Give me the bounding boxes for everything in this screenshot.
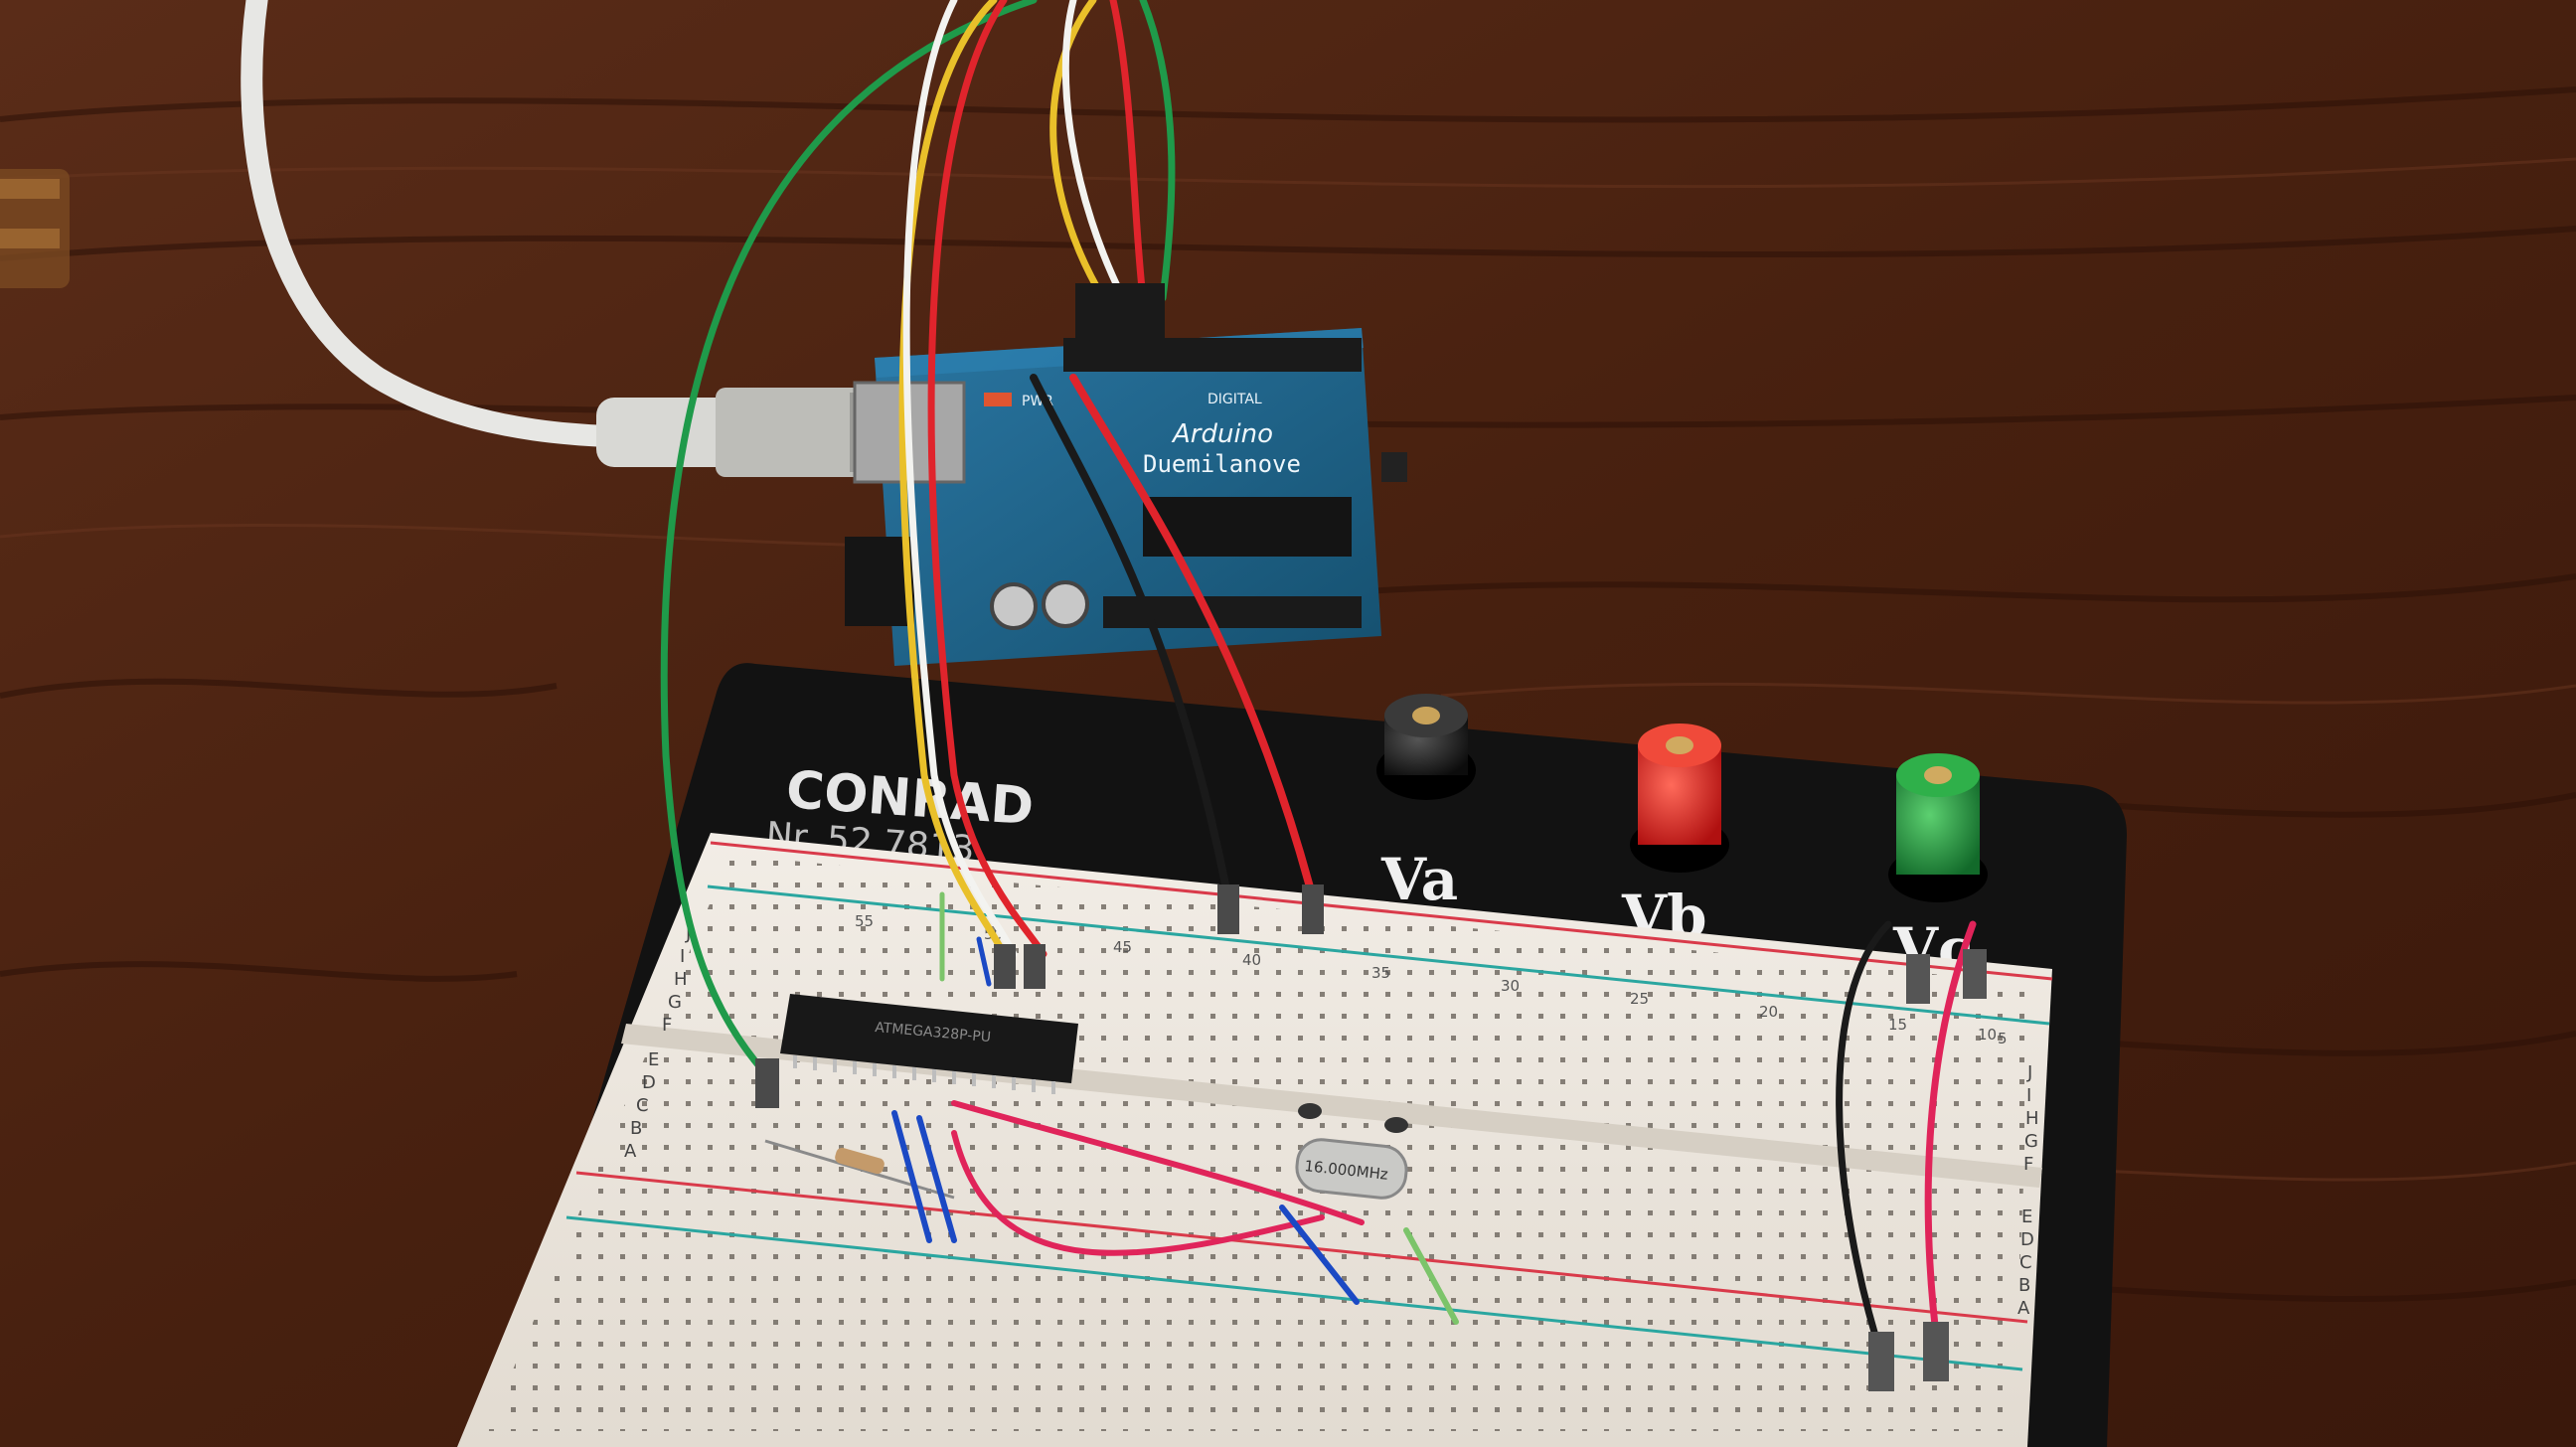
- reset-button: [1381, 452, 1407, 482]
- column-number: 10: [1978, 1026, 1997, 1044]
- terminal-va: [1376, 694, 1476, 800]
- row-letter: I: [2026, 1085, 2031, 1106]
- row-letter: G: [2024, 1131, 2038, 1152]
- arduino-mcu: [1143, 497, 1352, 557]
- row-letter: H: [2025, 1108, 2039, 1129]
- terminal-vc: [1888, 753, 1988, 902]
- row-letter: F: [662, 1015, 672, 1036]
- capacitor: [990, 582, 1038, 630]
- row-letter: E: [648, 1049, 659, 1070]
- row-letter: B: [2018, 1275, 2030, 1296]
- row-letter: A: [2017, 1298, 2030, 1319]
- row-letter: E: [2021, 1206, 2032, 1227]
- row-letter: B: [630, 1118, 642, 1139]
- row-letter: D: [2020, 1229, 2034, 1250]
- digital-header: [1063, 338, 1362, 372]
- column-number: 5: [1998, 1030, 2008, 1047]
- row-letter: F: [2023, 1154, 2033, 1175]
- atmega-chip: ATMEGA328P-PU: [780, 994, 1078, 1094]
- crystal-oscillator: 16.000MHz: [1295, 1103, 1408, 1200]
- resistor: [764, 1139, 955, 1200]
- terminal-va-label: Va: [1380, 846, 1458, 913]
- row-letter: J: [685, 923, 691, 944]
- jumper-wires-breadboard: [891, 891, 1987, 1391]
- arduino-name-line1: Arduino: [1171, 419, 1273, 449]
- row-letter: G: [668, 992, 682, 1013]
- jumper-wires-arduino: [660, 0, 1324, 1108]
- arduino-digital-label: DIGITAL: [1208, 392, 1262, 407]
- row-letter: D: [642, 1072, 656, 1093]
- capacitor: [1042, 580, 1089, 628]
- row-letter: C: [636, 1095, 649, 1116]
- column-number: 55: [855, 912, 874, 930]
- column-number: 45: [1113, 938, 1132, 956]
- column-number: 40: [1242, 951, 1261, 969]
- column-number: 15: [1888, 1016, 1907, 1034]
- row-letter: C: [2019, 1252, 2032, 1273]
- column-number: 20: [1759, 1003, 1778, 1021]
- column-number: 30: [1501, 977, 1520, 995]
- row-letter: A: [624, 1141, 637, 1162]
- row-letter: H: [674, 969, 688, 990]
- row-letter: J: [2026, 1062, 2032, 1083]
- column-number: 35: [1371, 964, 1390, 982]
- power-jack: [845, 537, 914, 626]
- row-letter: I: [680, 946, 685, 967]
- terminal-vb: [1630, 724, 1729, 873]
- arduino-name-line2: Duemilanove: [1143, 450, 1301, 478]
- pin-header-strip: [0, 169, 70, 288]
- column-number: 25: [1630, 990, 1649, 1008]
